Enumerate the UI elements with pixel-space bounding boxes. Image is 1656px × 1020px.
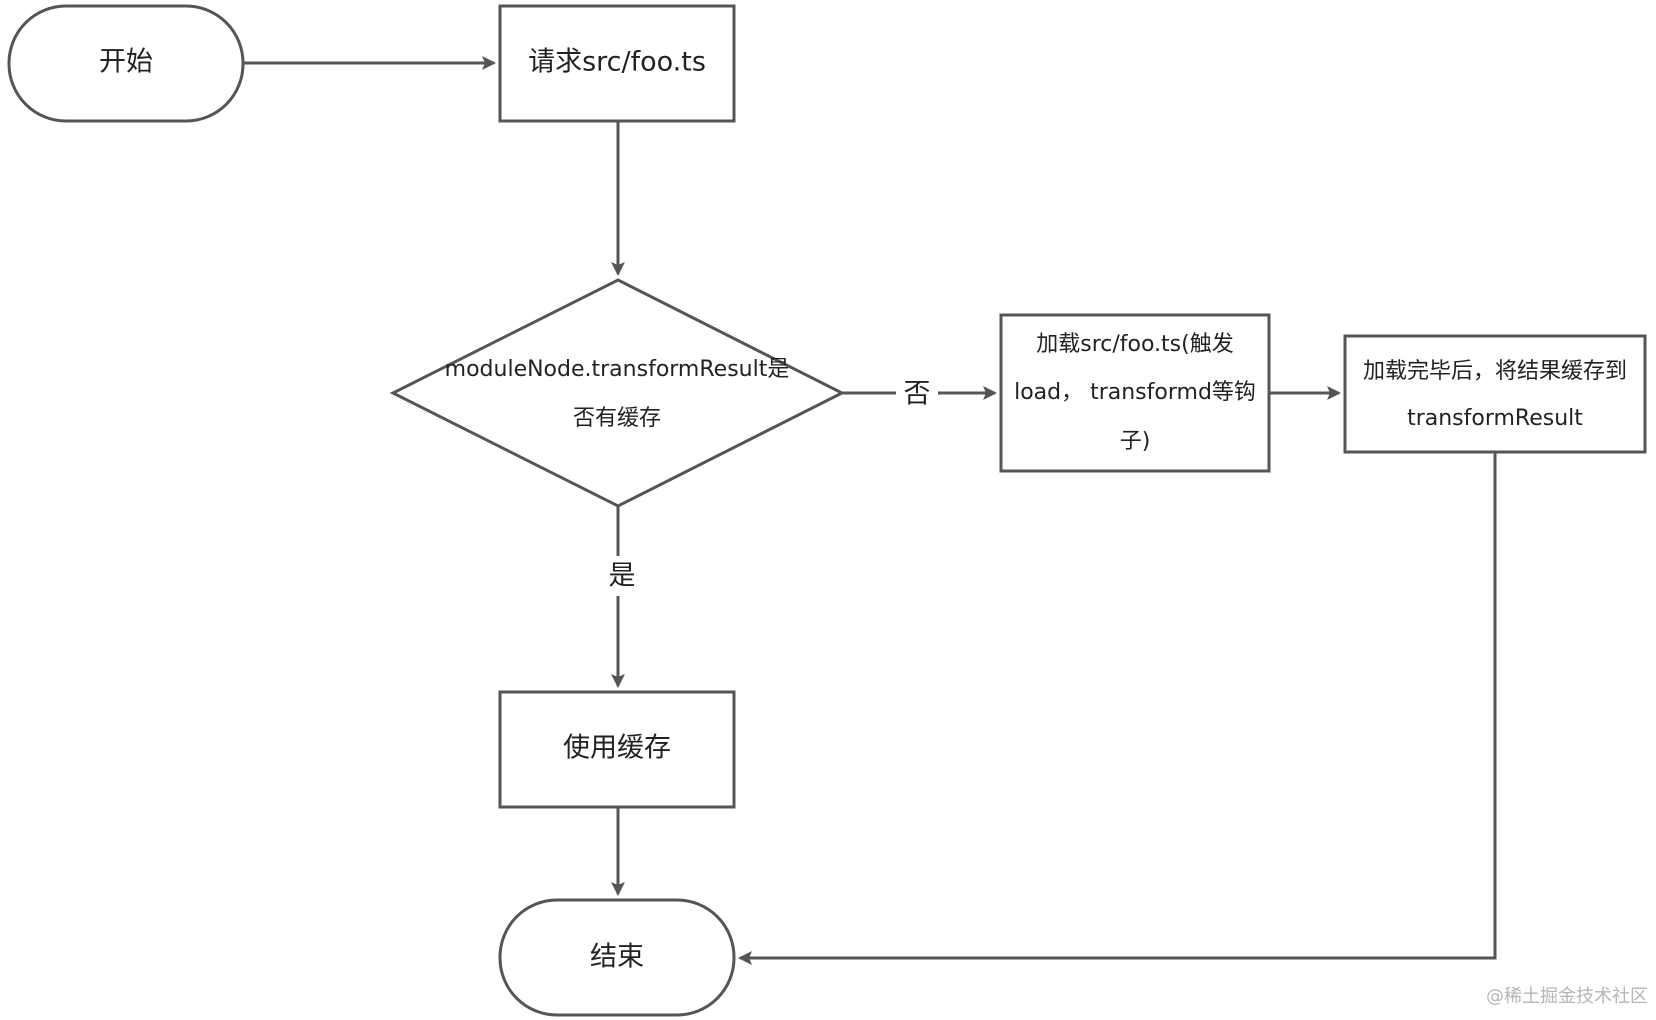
end-node: 结束	[498, 898, 736, 1017]
request-node: 请求src/foo.ts	[498, 4, 736, 123]
save-label-line2: transformResult	[1407, 406, 1583, 431]
save-label-line1: 加载完毕后，将结果缓存到	[1363, 359, 1627, 384]
load-label-line2: load， transformd等钩	[1014, 380, 1256, 405]
edge-label-no: 否	[896, 375, 938, 411]
decision-label-line1: moduleNode.transformResult是	[445, 357, 790, 382]
svg-text:否: 否	[904, 379, 931, 410]
load-node: 加载src/foo.ts(触发 load， transformd等钩 子)	[999, 313, 1271, 473]
load-label-line3: 子)	[1120, 429, 1151, 454]
edge-label-yes: 是	[601, 556, 643, 596]
watermark: @稀土掘金技术社区	[1486, 986, 1648, 1007]
svg-text:是: 是	[609, 561, 636, 592]
decision-label-line2: 否有缓存	[573, 406, 661, 431]
save-node: 加载完毕后，将结果缓存到 transformResult	[1343, 334, 1647, 454]
use-cache-node: 使用缓存	[498, 690, 736, 809]
end-label: 结束	[590, 942, 644, 973]
load-label-line1: 加载src/foo.ts(触发	[1036, 332, 1233, 357]
start-node: 开始	[7, 4, 245, 123]
request-label: 请求src/foo.ts	[528, 47, 706, 78]
edge-save-to-end	[738, 452, 1497, 965]
decision-node: moduleNode.transformResult是 否有缓存	[389, 278, 846, 508]
start-label: 开始	[99, 47, 153, 78]
use-cache-label: 使用缓存	[563, 733, 671, 764]
